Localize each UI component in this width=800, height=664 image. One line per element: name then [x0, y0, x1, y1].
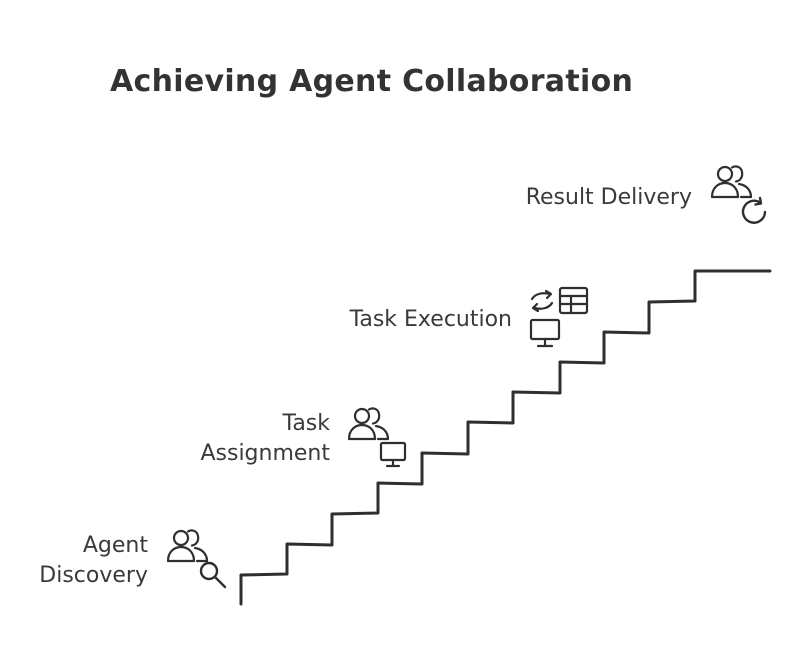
step-label-line: Discovery — [39, 563, 148, 588]
step-result-delivery-label: Result Delivery — [480, 183, 692, 213]
step-task-execution-label: Task Execution — [300, 305, 512, 335]
exchange-arrows-icon — [528, 289, 556, 313]
users-icon — [166, 528, 214, 564]
users-icon — [347, 406, 395, 442]
step-label-line: Task Execution — [349, 307, 512, 332]
step-task-assignment-label: Task Assignment — [180, 409, 330, 469]
step-label-line: Agent — [82, 533, 148, 558]
magnifier-icon — [198, 560, 228, 590]
monitor-icon — [379, 441, 409, 469]
refresh-icon — [740, 196, 770, 227]
table-icon — [558, 286, 590, 316]
step-label-line: Result Delivery — [525, 185, 692, 210]
step-label-line: Task — [282, 411, 330, 436]
step-agent-discovery-label: Agent Discovery — [20, 531, 148, 591]
diagram-title: Achieving Agent Collaboration — [110, 64, 634, 99]
step-label-line: Assignment — [200, 441, 330, 466]
users-icon — [710, 164, 758, 200]
monitor-icon — [529, 318, 563, 350]
